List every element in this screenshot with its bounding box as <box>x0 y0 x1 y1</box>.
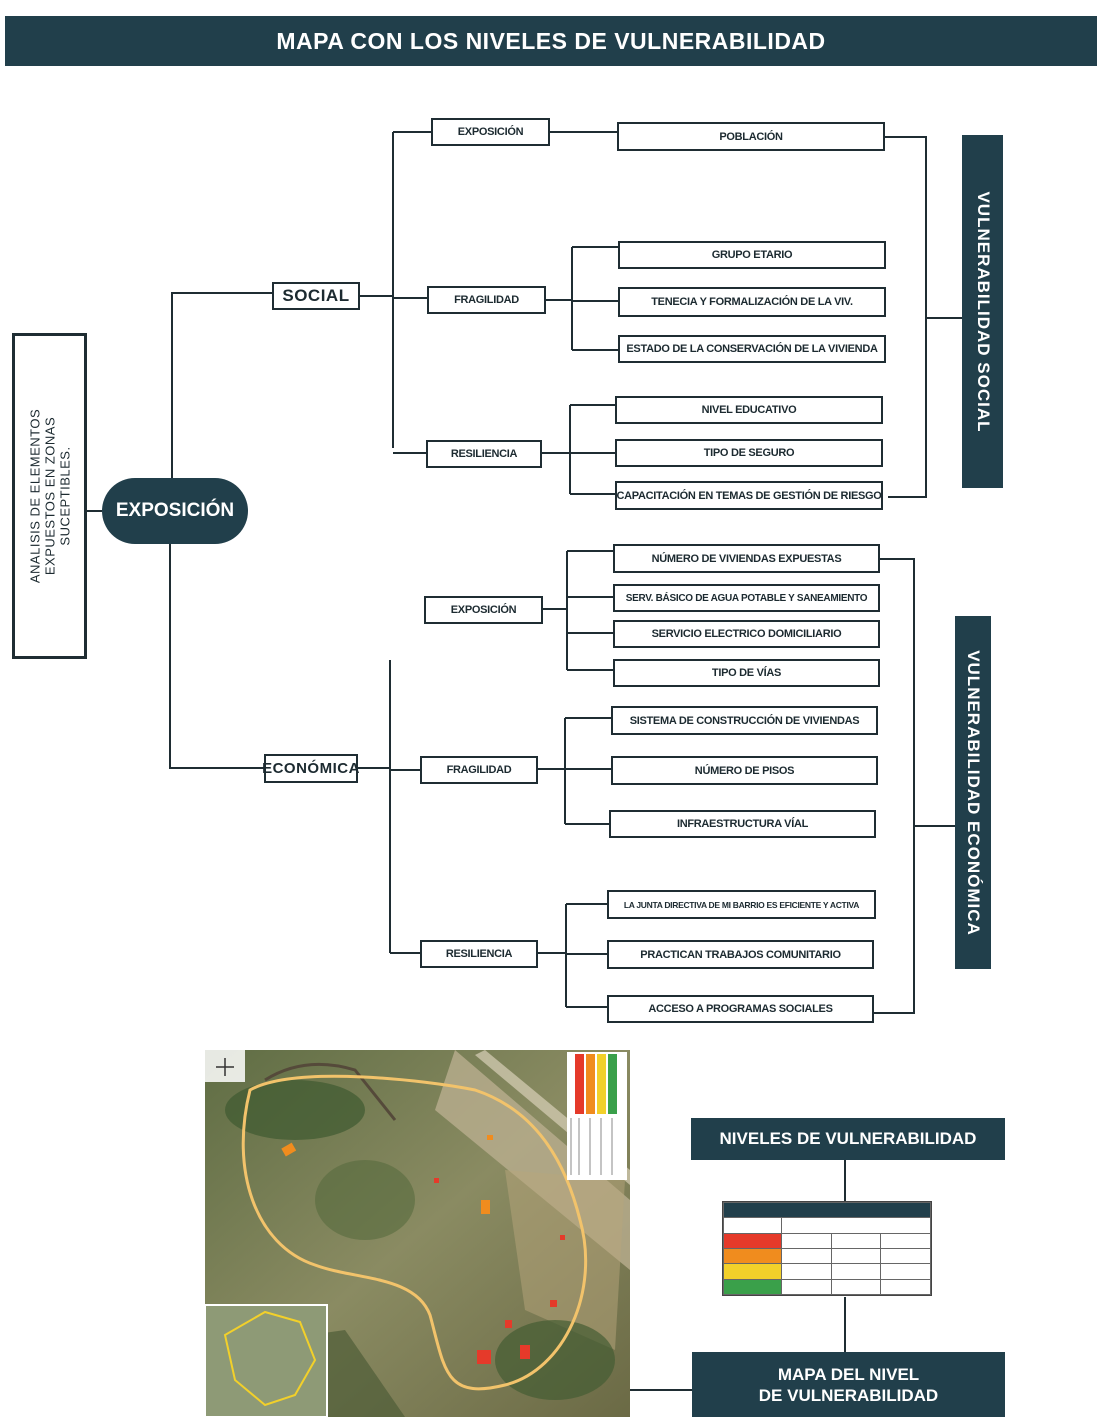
level-bajo-swatch <box>723 1278 782 1296</box>
social-fragilidad-box: FRAGILIDAD <box>427 286 546 314</box>
economica-fragilidad-box: FRAGILIDAD <box>420 756 538 784</box>
social-item-grupo-etario: GRUPO ETARIO <box>618 241 886 269</box>
economica-category: ECONÓMICA <box>262 754 359 783</box>
vulnerabilidad-social-bar: VULNERABILIDAD SOCIAL <box>962 135 1003 488</box>
economica-exposicion-box: EXPOSICIÓN <box>424 596 543 624</box>
analysis-note-line-3: SUCEPTIBLES. <box>57 446 72 546</box>
social-item-tenencia: TENECIA Y FORMALIZACIÓN DE LA VIV. <box>618 287 886 317</box>
economica-item-vias: TIPO DE VÍAS <box>613 659 880 687</box>
table-cell <box>780 1278 832 1296</box>
mapa-nivel-title-line-2: DE VULNERABILIDAD <box>758 1385 939 1405</box>
level-alto-swatch <box>723 1247 782 1265</box>
niveles-vulnerabilidad-title: NIVELES DE VULNERABILIDAD <box>691 1118 1005 1160</box>
table-header-cell <box>780 1217 932 1234</box>
economica-item-programas-sociales: ACCESO A PROGRAMAS SOCIALES <box>607 995 874 1023</box>
table-cell <box>880 1232 931 1249</box>
exposicion-hub: EXPOSICIÓN <box>102 478 248 544</box>
table-cell <box>830 1232 882 1249</box>
economica-item-sistema-construccion: SISTEMA DE CONSTRUCCIÓN DE VIVIENDAS <box>611 706 878 735</box>
level-medio-swatch <box>723 1263 782 1280</box>
table-cell <box>880 1247 931 1265</box>
table-cell <box>830 1247 882 1265</box>
table-cell <box>780 1247 832 1265</box>
analysis-note-text: ANALISIS DE ELEMENTOS EXPUESTOS EN ZONAS… <box>27 409 72 583</box>
social-item-poblacion: POBLACIÓN <box>617 122 885 151</box>
economica-item-infraestructura: INFRAESTRUCTURA VÍAL <box>609 810 876 838</box>
table-cell <box>830 1278 882 1296</box>
economica-item-viviendas: NÚMERO DE VIVIENDAS EXPUESTAS <box>613 544 880 573</box>
mapa-nivel-title: MAPA DEL NIVEL DE VULNERABILIDAD <box>692 1352 1005 1417</box>
vulnerability-levels-table <box>722 1201 932 1296</box>
page-title: MAPA CON LOS NIVELES DE VULNERABILIDAD <box>5 16 1097 66</box>
table-header-cell <box>723 1217 782 1234</box>
economica-item-junta-directiva: LA JUNTA DIRECTIVA DE MI BARRIO ES EFICI… <box>607 890 876 919</box>
social-item-estado-conservacion: ESTADO DE LA CONSERVACIÓN DE LA VIVIENDA <box>618 335 886 363</box>
social-category: SOCIAL <box>272 282 360 310</box>
vulnerabilidad-economica-bar: VULNERABILIDAD ECONÓMICA <box>955 616 991 969</box>
analysis-note-line-2: EXPUESTOS EN ZONAS <box>42 416 57 576</box>
social-resiliencia-box: RESILIENCIA <box>426 440 542 468</box>
analysis-note-line-1: ANALISIS DE ELEMENTOS <box>27 408 42 584</box>
economica-item-numero-pisos: NÚMERO DE PISOS <box>611 756 878 785</box>
vulnerability-map-image <box>205 1050 630 1417</box>
social-item-nivel-educativo: NIVEL EDUCATIVO <box>615 396 883 424</box>
mapa-nivel-title-line-1: MAPA DEL NIVEL <box>777 1364 920 1384</box>
table-cell <box>830 1263 882 1280</box>
social-exposicion-box: EXPOSICIÓN <box>431 118 550 146</box>
economica-item-electrico: SERVICIO ELECTRICO DOMICILIARIO <box>613 620 880 648</box>
table-cell <box>880 1263 931 1280</box>
table-cell <box>780 1263 832 1280</box>
economica-item-agua: SERV. BÁSICO DE AGUA POTABLE Y SANEAMIEN… <box>613 584 880 612</box>
table-header-row <box>723 1201 931 1219</box>
level-muy-alto-swatch <box>723 1232 782 1249</box>
vulnerabilidad-economica-label: VULNERABILIDAD ECONÓMICA <box>964 649 983 936</box>
table-cell <box>880 1278 931 1296</box>
analysis-note-box: ANALISIS DE ELEMENTOS EXPUESTOS EN ZONAS… <box>12 333 87 659</box>
economica-resiliencia-box: RESILIENCIA <box>420 940 538 968</box>
social-item-tipo-seguro: TIPO DE SEGURO <box>615 439 883 467</box>
social-item-capacitacion: CAPACITACIÓN EN TEMAS DE GESTIÓN DE RIES… <box>615 481 883 510</box>
table-cell <box>780 1232 832 1249</box>
economica-item-trabajos-comunitario: PRACTICAN TRABAJOS COMUNITARIO <box>607 940 874 969</box>
vulnerabilidad-social-label: VULNERABILIDAD SOCIAL <box>973 190 993 433</box>
